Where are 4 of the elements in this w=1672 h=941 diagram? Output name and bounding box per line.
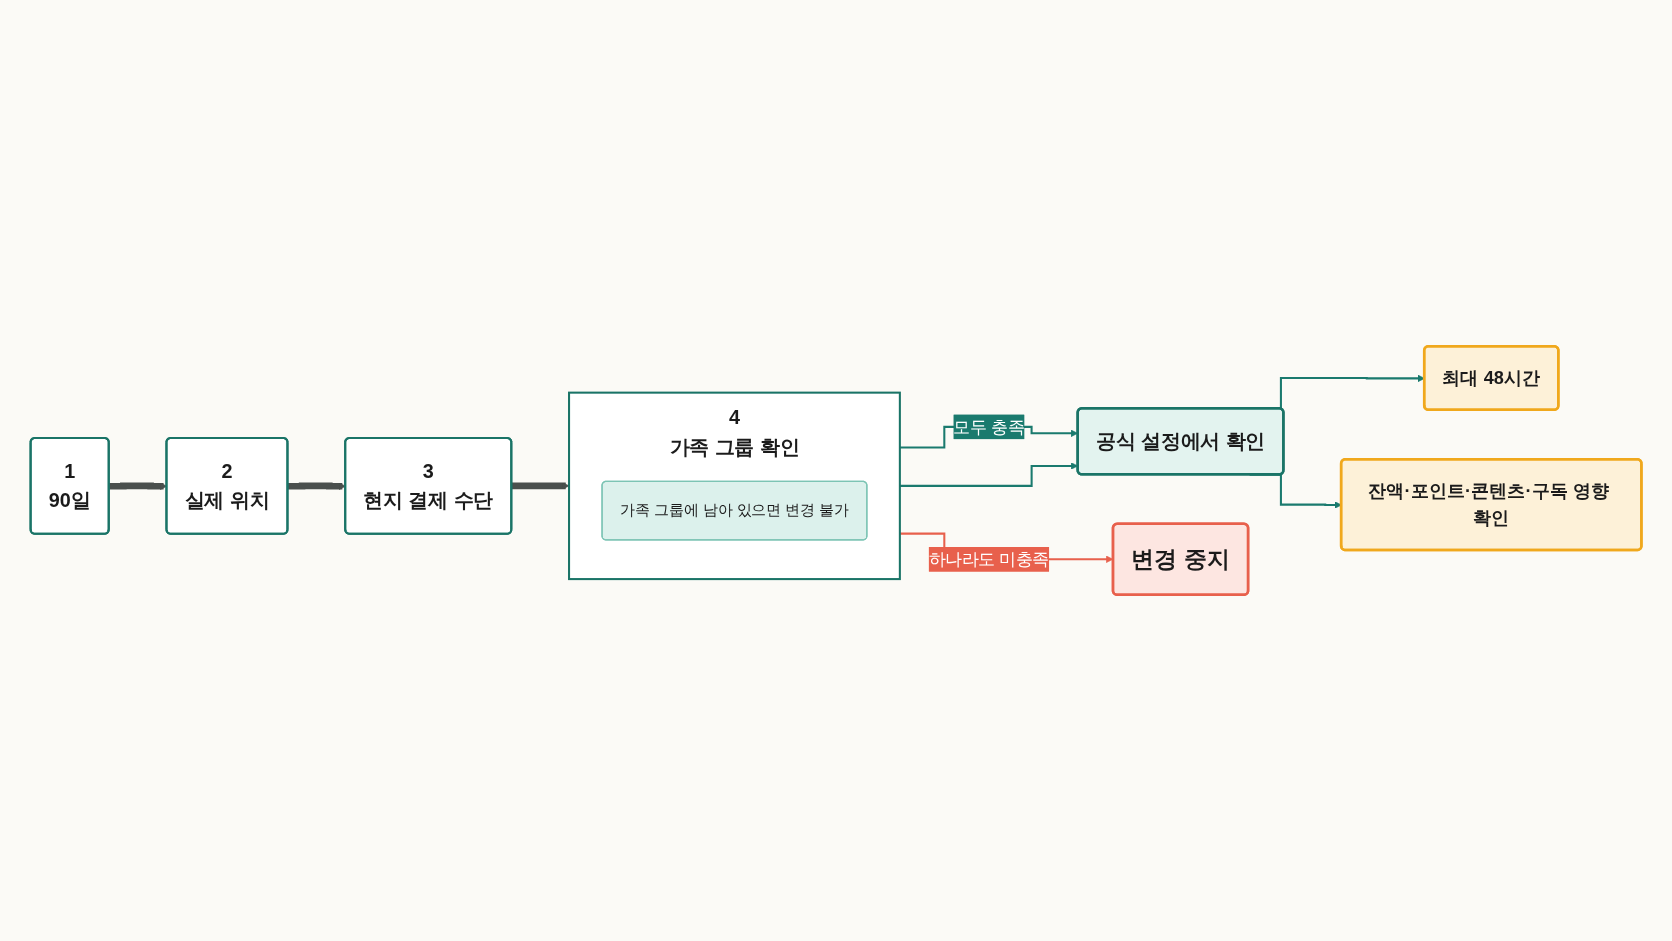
edge-label: 모두 충족 (953, 417, 1025, 436)
arrow (511, 482, 570, 490)
arrow (287, 482, 346, 490)
edge-label: 하나라도 미충족 (928, 550, 1049, 569)
